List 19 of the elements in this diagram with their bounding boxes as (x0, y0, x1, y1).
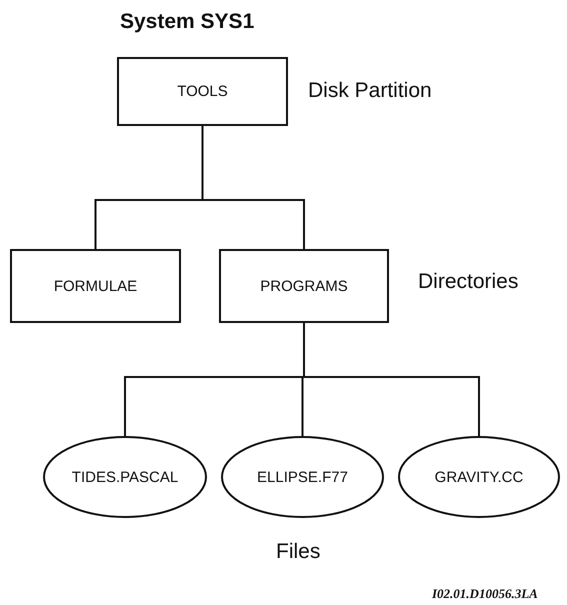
connector-line (202, 126, 305, 249)
connector-line (303, 323, 480, 436)
directory-box (10, 249, 181, 323)
directory-box (219, 249, 389, 323)
level-label: Disk Partition (308, 79, 432, 103)
level-label: Directories (418, 270, 518, 294)
node-label: PROGRAMS (260, 278, 348, 294)
file-ellipse (221, 436, 384, 518)
level-label: Files (276, 540, 320, 564)
file-ellipse (398, 436, 560, 518)
figure-id: I02.01.D10056.3LA (432, 586, 538, 602)
node-label: TIDES.PASCAL (72, 468, 178, 486)
node-label: TOOLS (177, 83, 228, 100)
node-label: GRAVITY.CC (434, 468, 524, 486)
node-label: ELLIPSE.F77 (257, 468, 348, 486)
file-ellipse (43, 436, 207, 518)
node-label: FORMULAE (54, 278, 138, 294)
diagram-title: System SYS1 (120, 10, 254, 34)
directory-box (117, 57, 288, 126)
